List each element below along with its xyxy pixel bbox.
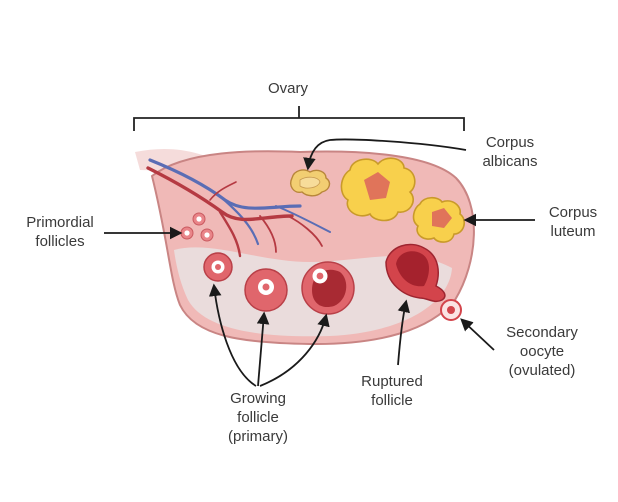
corpus-luteum-large <box>340 157 416 222</box>
corpus-luteum <box>412 196 466 243</box>
growing-follicle-3 <box>301 261 355 315</box>
label-corpus-albicans: Corpus albicans <box>482 134 538 170</box>
label-growing-follicle: Growing follicle (primary) <box>228 390 288 445</box>
corpus-albicans <box>290 169 331 197</box>
arrow-growing-1 <box>208 283 257 387</box>
blood-vessels <box>146 158 331 258</box>
label-ovary: Ovary <box>268 80 309 97</box>
secondary-oocyte <box>440 299 462 321</box>
arrow-growing-2 <box>256 311 270 387</box>
callout-arrows <box>104 138 535 387</box>
primordial-follicles <box>180 212 214 242</box>
arrow-corpus-albicans <box>303 138 467 171</box>
label-corpus-luteum: Corpus luteum <box>548 204 598 240</box>
growing-follicle-1 <box>203 252 233 282</box>
label-ruptured-follicle: Ruptured follicle <box>361 373 423 409</box>
label-secondary-oocyte: Secondary oocyte (ovulated) <box>506 324 578 379</box>
ovary-bracket <box>133 106 465 131</box>
growing-follicle-2 <box>244 268 288 312</box>
ruptured-follicle <box>385 243 446 303</box>
arrow-secondary-oocyte <box>460 318 495 351</box>
arrow-growing-3 <box>259 313 330 387</box>
arrow-ruptured-follicle <box>397 299 410 366</box>
label-primordial-follicles: Primordial follicles <box>26 214 94 250</box>
